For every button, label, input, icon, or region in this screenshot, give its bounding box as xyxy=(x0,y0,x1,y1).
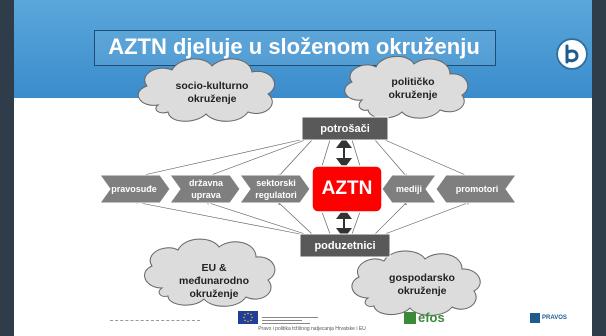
vertical-arrows xyxy=(336,137,352,239)
bottom-node xyxy=(299,233,391,258)
cloud-politicko-label: političko okruženje xyxy=(388,76,438,101)
center-node-label: AZTN xyxy=(321,178,373,199)
cloud-eu xyxy=(144,238,276,307)
top-node xyxy=(301,116,389,141)
left-node-pravosude: pravosuđe xyxy=(111,184,157,194)
slide-title: AZTN djeluje u složenom okruženju xyxy=(108,34,480,59)
cloud-socio-label: socio-kulturno okruženje xyxy=(175,80,249,105)
efos-logo: efos xyxy=(404,310,445,325)
pravos-logo-icon xyxy=(530,313,540,323)
bottom-node-label: poduzetnici xyxy=(314,239,376,252)
top-node-label: potrošači xyxy=(320,122,370,135)
right-chevrons xyxy=(381,174,517,204)
cloud-gospodarsko xyxy=(351,250,481,316)
pravos-logo: PRAVOS xyxy=(530,313,567,323)
cloud-gospodarsko-label: gospodarsko okruženje xyxy=(389,272,455,297)
left-node-sektorski-regulatori: sektorski regulatori xyxy=(255,178,297,200)
cloud-eu-label: EU & međunarodno okruženje xyxy=(179,262,249,300)
footer-divider xyxy=(110,320,200,321)
left-node-drzavna-uprava: državna uprava xyxy=(188,178,223,200)
slide: AZTN djeluje u složenom okruženju xyxy=(14,0,592,336)
footer-caption: Pravo i politika tržišnog natjecanja Hrv… xyxy=(258,326,366,332)
connector-lines xyxy=(134,139,471,235)
right-node-promotori: promotori xyxy=(455,184,499,194)
logo-icon xyxy=(556,38,588,70)
efos-logo-text: efos xyxy=(418,310,445,325)
eu-flag-icon xyxy=(238,311,258,324)
center-node xyxy=(311,165,383,213)
eu-programme-logo xyxy=(262,312,318,324)
cloud-socio xyxy=(137,58,275,122)
left-chevrons xyxy=(99,174,311,204)
pravos-logo-text: PRAVOS xyxy=(542,315,567,321)
right-node-mediji: mediji xyxy=(395,184,422,194)
efos-logo-icon xyxy=(404,311,416,324)
